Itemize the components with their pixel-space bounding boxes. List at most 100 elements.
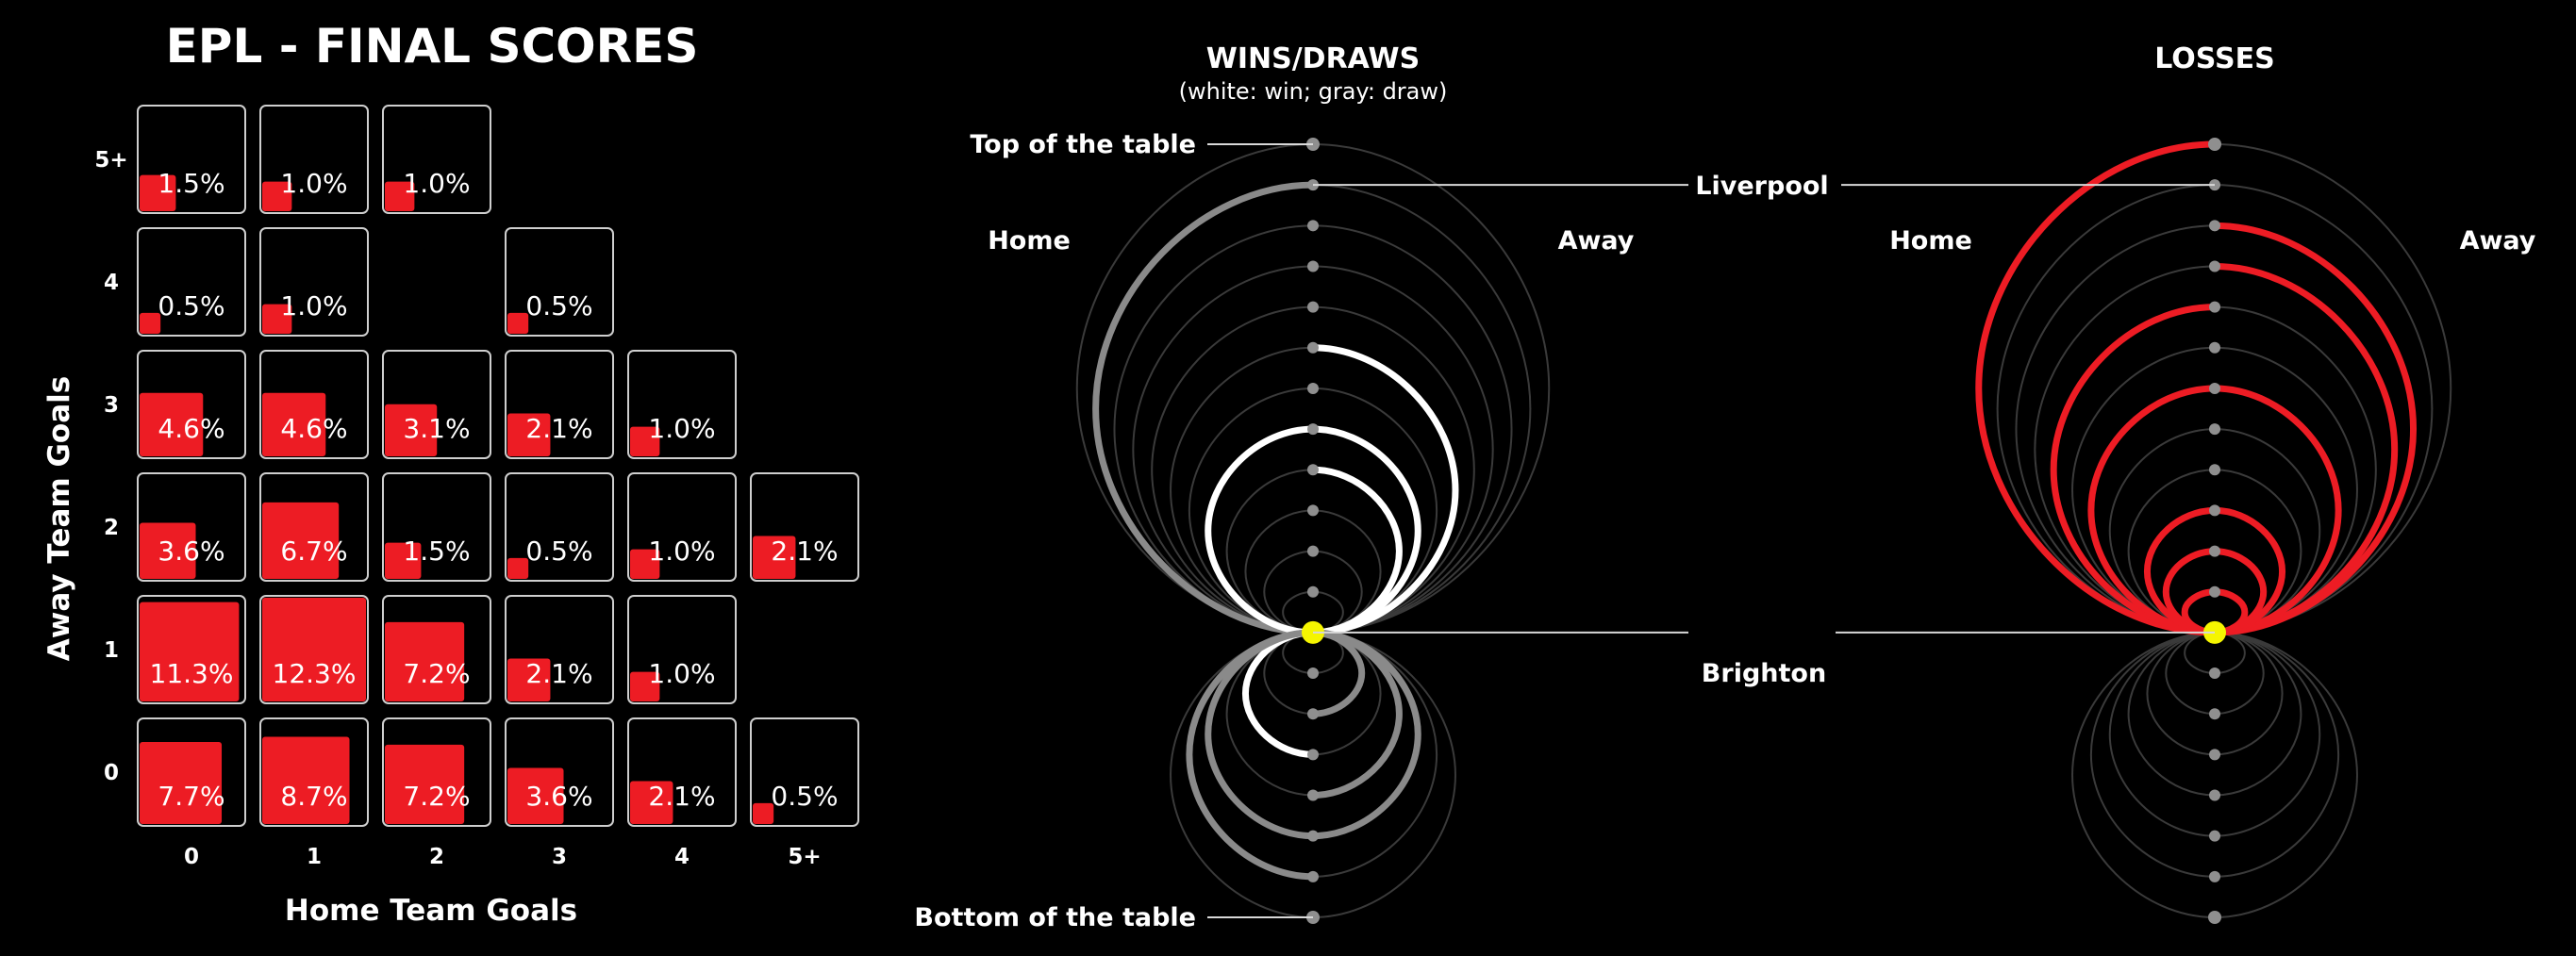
away-label-right: Away [2460, 226, 2536, 255]
x-axis-label: Home Team Goals [285, 894, 577, 928]
cell-frame [137, 350, 246, 459]
cell-bar [262, 598, 366, 701]
cell-bar [753, 536, 796, 579]
score-cell: 2.1% [505, 595, 614, 704]
cell-frame [382, 717, 491, 827]
background-arc [1312, 265, 1494, 634]
cell-value-label: 11.3% [150, 658, 234, 689]
cell-frame [505, 227, 614, 337]
cell-value-label: 1.0% [648, 413, 715, 444]
score-cell: 1.0% [259, 105, 369, 214]
table-position-dot [2209, 749, 2220, 761]
cell-bar [262, 736, 350, 824]
home-label-right: Home [1889, 226, 1972, 255]
background-arc [2034, 265, 2216, 634]
table-position-dot [2209, 423, 2220, 436]
x-tick-label: 5+ [788, 845, 821, 869]
cell-value-label: 2.1% [771, 536, 838, 567]
cell-bar [630, 549, 660, 579]
y-tick-label: 4 [104, 271, 119, 295]
cell-frame [750, 472, 859, 582]
background-arc [1113, 224, 1314, 634]
background-arc [2214, 143, 2452, 634]
score-cell: 0.5% [505, 227, 614, 337]
match-arc-win [1309, 344, 1459, 636]
cell-frame [137, 472, 246, 582]
cell-bar [507, 767, 564, 824]
score-cell: 11.3% [137, 595, 246, 704]
cell-value-label: 1.5% [403, 536, 470, 567]
background-arc [1312, 184, 1532, 634]
table-position-dot [2209, 668, 2220, 680]
background-arc [1312, 631, 1420, 837]
score-cell: 0.5% [505, 472, 614, 582]
cell-frame [627, 717, 737, 827]
cell-frame [382, 105, 491, 214]
match-arc-loss [2211, 588, 2249, 636]
score-cell: 0.5% [137, 227, 246, 337]
table-position-dot [2208, 911, 2221, 924]
cell-frame [505, 717, 614, 827]
cell-bar [630, 671, 660, 701]
score-cell: 2.1% [750, 472, 859, 582]
cell-frame [382, 472, 491, 582]
table-position-dot [1307, 789, 1319, 801]
table-position-dot [2209, 464, 2220, 476]
background-arc [1170, 346, 1314, 634]
cell-value-label: 1.0% [648, 658, 715, 689]
table-position-dot [2209, 870, 2220, 882]
cell-bar [140, 392, 204, 456]
cell-frame [382, 350, 491, 459]
cell-frame [750, 717, 859, 827]
bottom-of-table-label: Bottom of the table [914, 903, 1196, 932]
table-position-dot [2209, 220, 2220, 232]
cell-bar [630, 426, 660, 456]
match-arc-loss [2181, 588, 2219, 636]
table-position-dot [1307, 301, 1319, 313]
table-position-dot [1307, 749, 1319, 761]
match-arc-win [1205, 425, 1317, 636]
cell-value-label: 1.0% [403, 168, 470, 199]
losses-title: LOSSES [2154, 42, 2275, 75]
cell-bar [140, 174, 176, 211]
table-position-dot [2208, 138, 2221, 151]
cell-value-label: 0.5% [525, 290, 592, 321]
cell-value-label: 3.6% [158, 536, 224, 567]
background-arc [2214, 631, 2340, 878]
table-position-dot [1307, 464, 1319, 476]
background-arc [1312, 631, 1456, 918]
background-arc [2214, 224, 2415, 634]
score-cell: 4.6% [137, 350, 246, 459]
table-position-dot [2209, 708, 2220, 720]
table-position-dot [2209, 545, 2220, 557]
cell-bar [507, 557, 529, 579]
table-position-dot [1307, 382, 1319, 394]
score-cell: 3.6% [505, 717, 614, 827]
background-arc [2214, 631, 2358, 918]
liverpool-label: Liverpool [1695, 172, 1828, 201]
cell-value-label: 1.0% [648, 536, 715, 567]
cell-frame [259, 595, 369, 704]
table-position-dot [1307, 830, 1319, 842]
score-cell: 1.5% [137, 105, 246, 214]
cell-frame [259, 717, 369, 827]
score-cell: 0.5% [750, 717, 859, 827]
table-position-dot [1307, 341, 1319, 354]
background-arc [2127, 631, 2216, 797]
cell-value-label: 3.1% [403, 413, 470, 444]
match-arc-loss [2211, 385, 2342, 636]
match-arc-win [1309, 466, 1403, 636]
score-cell: 3.6% [137, 472, 246, 582]
table-position-dot [2209, 382, 2220, 394]
cell-value-label: 7.2% [403, 658, 470, 689]
wins-draws-title: WINS/DRAWS [1206, 42, 1421, 75]
cell-value-label: 0.5% [771, 781, 838, 812]
background-arc [2015, 224, 2216, 634]
cell-frame [137, 717, 246, 827]
table-position-dot [2209, 341, 2220, 354]
x-tick-label: 0 [184, 845, 199, 869]
x-tick-label: 2 [429, 845, 444, 869]
match-arc-loss [2050, 304, 2219, 636]
score-heatmap: EPL - FINAL SCORES 7.7%8.7%7.2%3.6%2.1%0… [42, 19, 859, 928]
